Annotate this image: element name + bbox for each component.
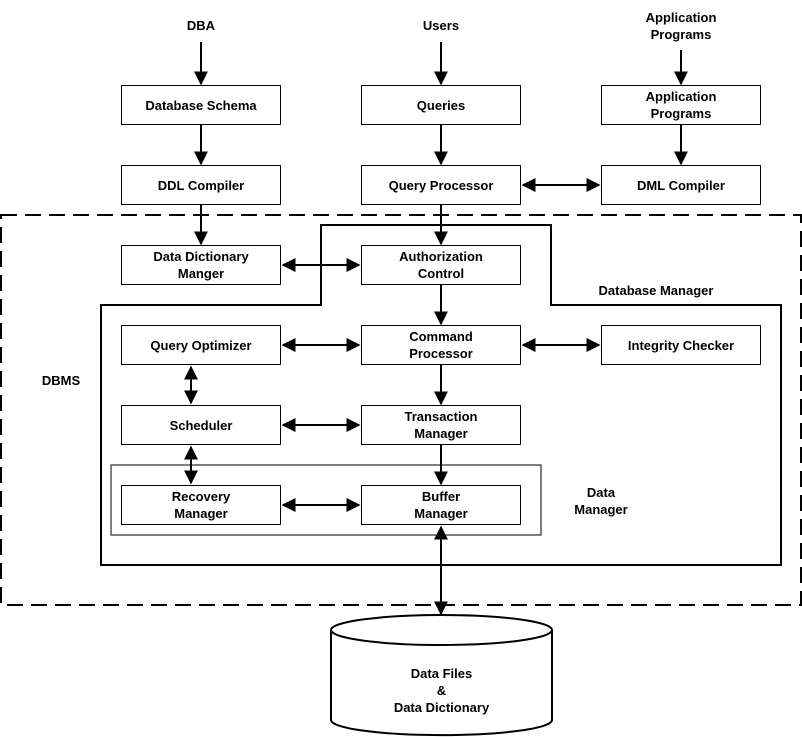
data-manager-label: Data Manager (574, 485, 628, 517)
dbms-label: DBMS (41, 373, 81, 388)
queries-box[interactable]: Queries (361, 85, 521, 125)
dml-compiler-box[interactable]: DML Compiler (601, 165, 761, 205)
actor-dba: DBA (186, 18, 216, 33)
query-processor-box[interactable]: Query Processor (361, 165, 521, 205)
integrity-checker-box[interactable]: Integrity Checker (601, 325, 761, 365)
actor-application-programs: Application Programs (645, 10, 717, 42)
recovery-manager-box[interactable]: Recovery Manager (121, 485, 281, 525)
database-manager-boundary (100, 224, 782, 566)
query-optimizer-box[interactable]: Query Optimizer (121, 325, 281, 365)
database-schema-box[interactable]: Database Schema (121, 85, 281, 125)
command-processor-box[interactable]: Command Processor (361, 325, 521, 365)
authorization-control-box[interactable]: Authorization Control (361, 245, 521, 285)
data-files-cylinder (330, 614, 553, 737)
application-programs-box[interactable]: Application Programs (601, 85, 761, 125)
data-manager-boundary (110, 464, 542, 536)
data-dictionary-manager-box[interactable]: Data Dictionary Manger (121, 245, 281, 285)
data-files-label: Data Files & Data Dictionary (393, 665, 490, 715)
buffer-manager-box[interactable]: Buffer Manager (361, 485, 521, 525)
actor-users: Users (422, 18, 460, 33)
dbms-boundary (0, 214, 802, 606)
ddl-compiler-box[interactable]: DDL Compiler (121, 165, 281, 205)
database-manager-label: Database Manager (598, 283, 714, 298)
transaction-manager-box[interactable]: Transaction Manager (361, 405, 521, 445)
scheduler-box[interactable]: Scheduler (121, 405, 281, 445)
